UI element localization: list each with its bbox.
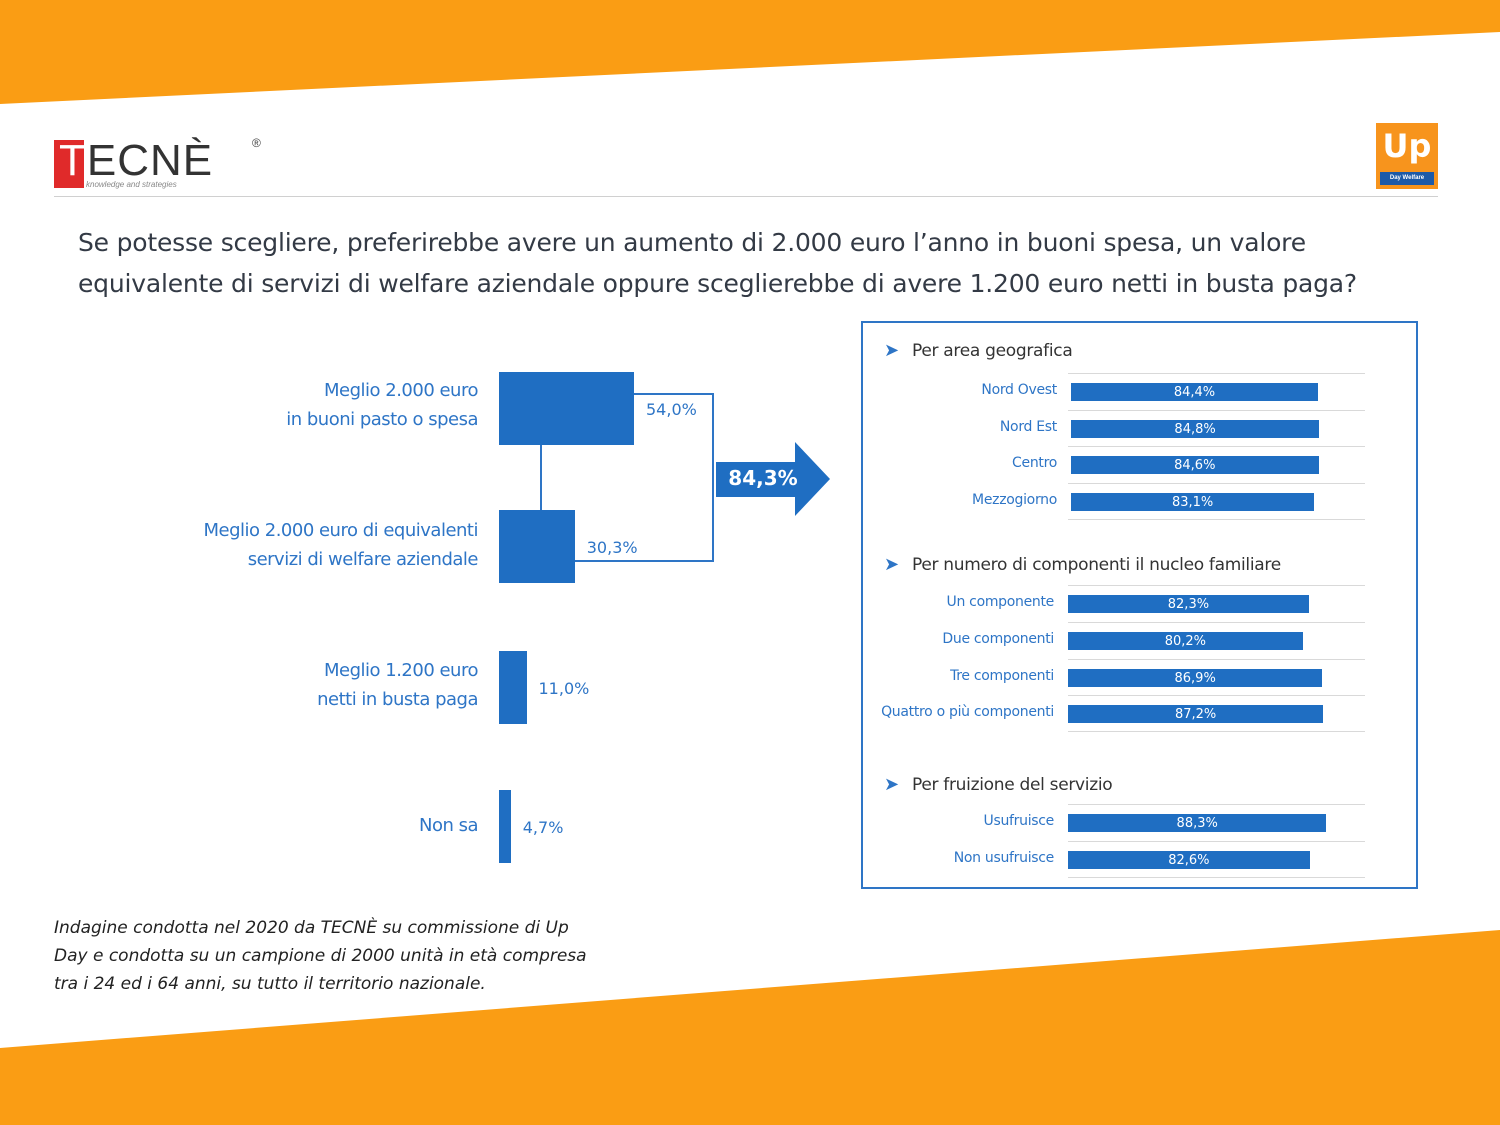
row-separator — [1068, 841, 1365, 842]
breakdown-label: Nord Ovest — [981, 382, 1057, 398]
section-chevron-icon: ➤ — [884, 340, 900, 361]
tecne-logo: TECNÈ ® knowledge and strategies — [54, 136, 261, 192]
breakdown-panel — [861, 321, 1418, 889]
category-line: netti in busta paga — [317, 689, 478, 710]
section-title-3: Per fruizione del servizio — [912, 775, 1113, 795]
combined-value-label: 84,3% — [728, 466, 798, 490]
main-bar-value-3: 11,0% — [538, 679, 590, 698]
breakdown-bar — [1071, 456, 1319, 474]
category-line: Meglio 2.000 euro di equivalenti — [203, 520, 478, 541]
row-separator — [1068, 877, 1365, 878]
tecne-logo-word: TECNÈ — [59, 136, 213, 186]
main-bar-1 — [499, 372, 634, 445]
breakdown-value: 84,6% — [1174, 458, 1216, 473]
breakdown-bar — [1071, 493, 1315, 511]
category-line: Meglio 2.000 euro — [323, 380, 479, 401]
breakdown-label: Due componenti — [942, 631, 1054, 647]
tecne-logo-first-letter: T — [59, 136, 87, 185]
tecne-logo-red-block — [54, 140, 84, 188]
bracket-connector — [540, 393, 830, 562]
breakdown-bar — [1068, 851, 1310, 869]
section-chevron-icon: ➤ — [884, 774, 900, 795]
breakdown-label: Tre componenti — [950, 668, 1054, 684]
breakdown-bar — [1068, 595, 1309, 613]
section-chevron-icon: ➤ — [884, 554, 900, 575]
bottom-band-shape — [0, 930, 1500, 1125]
top-band-shape — [0, 0, 1500, 104]
category-line: servizi di welfare aziendale — [247, 549, 479, 570]
row-separator — [1068, 410, 1365, 411]
row-separator — [1068, 622, 1365, 623]
row-separator — [1068, 659, 1365, 660]
breakdown-value: 83,1% — [1171, 495, 1214, 510]
row-separator — [1068, 519, 1365, 520]
main-bar-value-2: 30,3% — [586, 538, 638, 557]
row-separator — [1068, 483, 1365, 484]
combined-arrow — [716, 442, 830, 516]
breakdown-bar — [1068, 814, 1327, 832]
question-line-2: equivalente di servizi di welfare aziend… — [78, 269, 1357, 298]
breakdown-value: 82,6% — [1168, 853, 1210, 868]
category-line: Meglio 1.200 euro — [323, 660, 479, 681]
breakdown-label: Usufruisce — [983, 813, 1055, 829]
main-bar-value-4: 4,7% — [522, 818, 564, 837]
breakdown-bar — [1068, 705, 1324, 723]
breakdown-value: 88,3% — [1176, 816, 1218, 831]
breakdown-bar — [1071, 383, 1318, 401]
breakdown-value: 82,3% — [1167, 597, 1210, 612]
registered-mark: ® — [252, 136, 261, 150]
breakdown-bar — [1068, 632, 1303, 650]
main-bar-3 — [499, 651, 527, 724]
bracket-right — [574, 393, 714, 562]
category-line: Non sa — [418, 815, 479, 836]
breakdown-label: Quattro o più componenti — [881, 704, 1054, 720]
main-response-chart: 84,3% 54,0% Meglio 2.000 euro in buoni pas… — [0, 0, 860, 900]
tecne-logo-rest: ECNÈ — [86, 136, 214, 185]
breakdown-label: Nord Est — [999, 419, 1057, 435]
breakdown-value: 80,2% — [1164, 634, 1206, 649]
row-separator — [1068, 373, 1365, 374]
main-bar-category-2: Meglio 2.000 euro di equivalenti servizi … — [158, 516, 478, 574]
breakdown-label: Centro — [1012, 455, 1057, 471]
breakdown-label: Non usufruisce — [953, 850, 1055, 866]
section-title-1: Per area geografica — [912, 341, 1073, 361]
breakdown-bar — [1068, 669, 1323, 687]
breakdown-value: 84,8% — [1174, 422, 1216, 437]
main-bar-2 — [499, 510, 575, 583]
question-line-1: Se potesse scegliere, preferirebbe avere… — [78, 228, 1306, 257]
breakdown-label: Un componente — [946, 594, 1055, 610]
breakdown-bar — [1071, 420, 1320, 438]
main-bar-category-1: Meglio 2.000 euro in buoni pasto o spesa — [158, 376, 478, 434]
row-separator — [1068, 731, 1365, 732]
row-separator — [1068, 446, 1365, 447]
survey-question: Se potesse scegliere, preferirebbe avere… — [78, 222, 1438, 304]
row-separator — [1068, 695, 1365, 696]
breakdown-value: 84,4% — [1173, 385, 1216, 400]
up-day-logo: Up Day Welfare — [1376, 123, 1438, 189]
footnote-line-2: Day e condotta su un campione di 2000 un… — [54, 946, 587, 966]
survey-footnote: Indagine condotta nel 2020 da TECNÈ su c… — [54, 914, 654, 998]
tecne-logo-tagline: knowledge and strategies — [86, 180, 177, 189]
main-bar-value-1: 54,0% — [646, 400, 697, 419]
section-title-2: Per numero di componenti il nucleo famil… — [912, 555, 1281, 575]
breakdown-value: 87,2% — [1174, 707, 1217, 722]
up-logo-word: Up — [1382, 127, 1432, 165]
row-separator — [1068, 585, 1365, 586]
main-bar-4 — [499, 790, 511, 863]
main-bar-category-4: Non sa — [158, 811, 479, 840]
breakdown-label: Mezzogiorno — [972, 492, 1057, 508]
breakdown-value: 86,9% — [1174, 671, 1216, 686]
category-line: in buoni pasto o spesa — [286, 409, 478, 430]
main-bar-category-3: Meglio 1.200 euro netti in busta paga — [158, 656, 478, 714]
header-divider — [54, 196, 1438, 197]
row-separator — [1068, 804, 1365, 805]
footnote-line-1: Indagine condotta nel 2020 da TECNÈ su c… — [54, 918, 569, 938]
footnote-line-3: tra i 24 ed i 64 anni, su tutto il terri… — [54, 974, 486, 994]
up-logo-subline: Day Welfare — [1380, 172, 1434, 185]
